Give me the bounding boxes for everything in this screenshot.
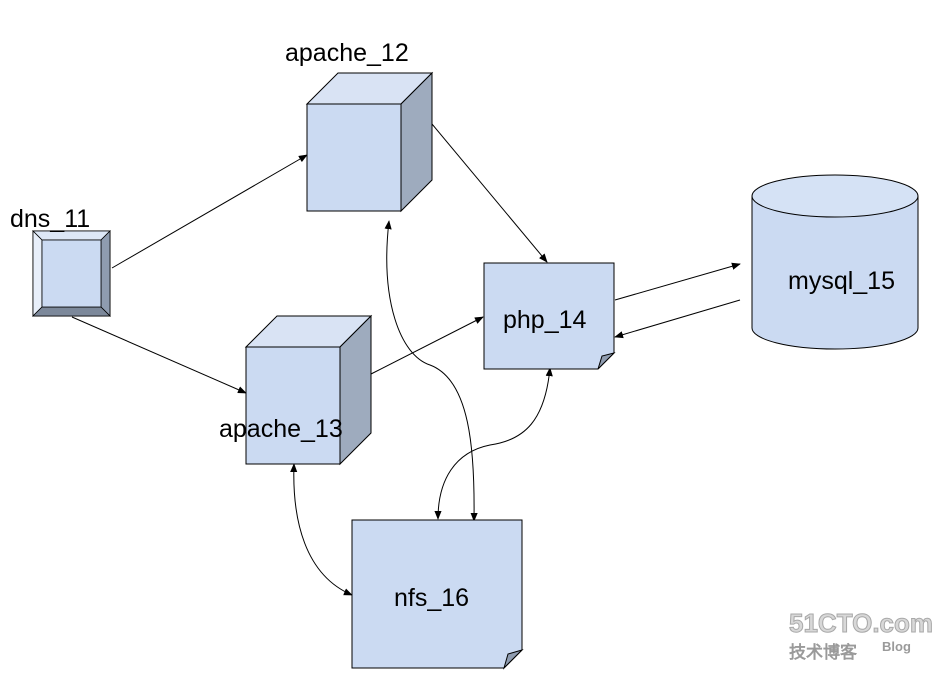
nfs-page-fold [502,648,524,670]
php-page-fold [597,352,616,370]
apache12-cube-front [306,103,402,212]
mysql-cylinder-top [751,174,919,218]
mysql-cylinder-body [751,195,919,350]
node-mysql: mysql_15 [751,174,919,350]
nfs-label: nfs_16 [394,584,469,612]
node-apache12: apache_12 [285,39,434,213]
php-label: php_14 [503,306,587,334]
node-apache13: apache_13 [219,314,373,466]
edge-apache12-to-php [431,123,548,263]
node-nfs: nfs_16 [351,519,524,670]
edge-dns-to-apache12 [111,154,308,269]
edge-apache12-nfs [384,220,478,522]
edge-mysql-to-php [614,299,741,339]
apache12-label: apache_12 [285,39,409,67]
watermark-blog: Blog [882,639,911,654]
watermark-sub: 技术博客 [789,642,858,663]
dns-label: dns_11 [10,205,90,233]
edge-dns-to-apache13 [71,316,247,394]
edge-php-to-mysql [614,262,741,301]
watermark-main: 51CTO.com [789,608,932,638]
mysql-label: mysql_15 [788,267,895,295]
dns-box-face [41,239,102,308]
watermark: 51CTO.com 技术博客 Blog [789,608,932,664]
dns-bevel-bottom [32,306,111,317]
node-php: php_14 [483,262,616,370]
dns-bevel-left [32,230,43,317]
apache13-cube-front [245,346,341,465]
edge-php-nfs [434,367,553,520]
apache13-label: apache_13 [219,415,343,443]
edge-apache13-to-php [370,316,484,375]
node-dns: dns_11 [10,205,111,317]
dns-bevel-right [100,230,111,317]
edges [71,123,741,596]
edge-apache13-nfs [290,463,353,596]
